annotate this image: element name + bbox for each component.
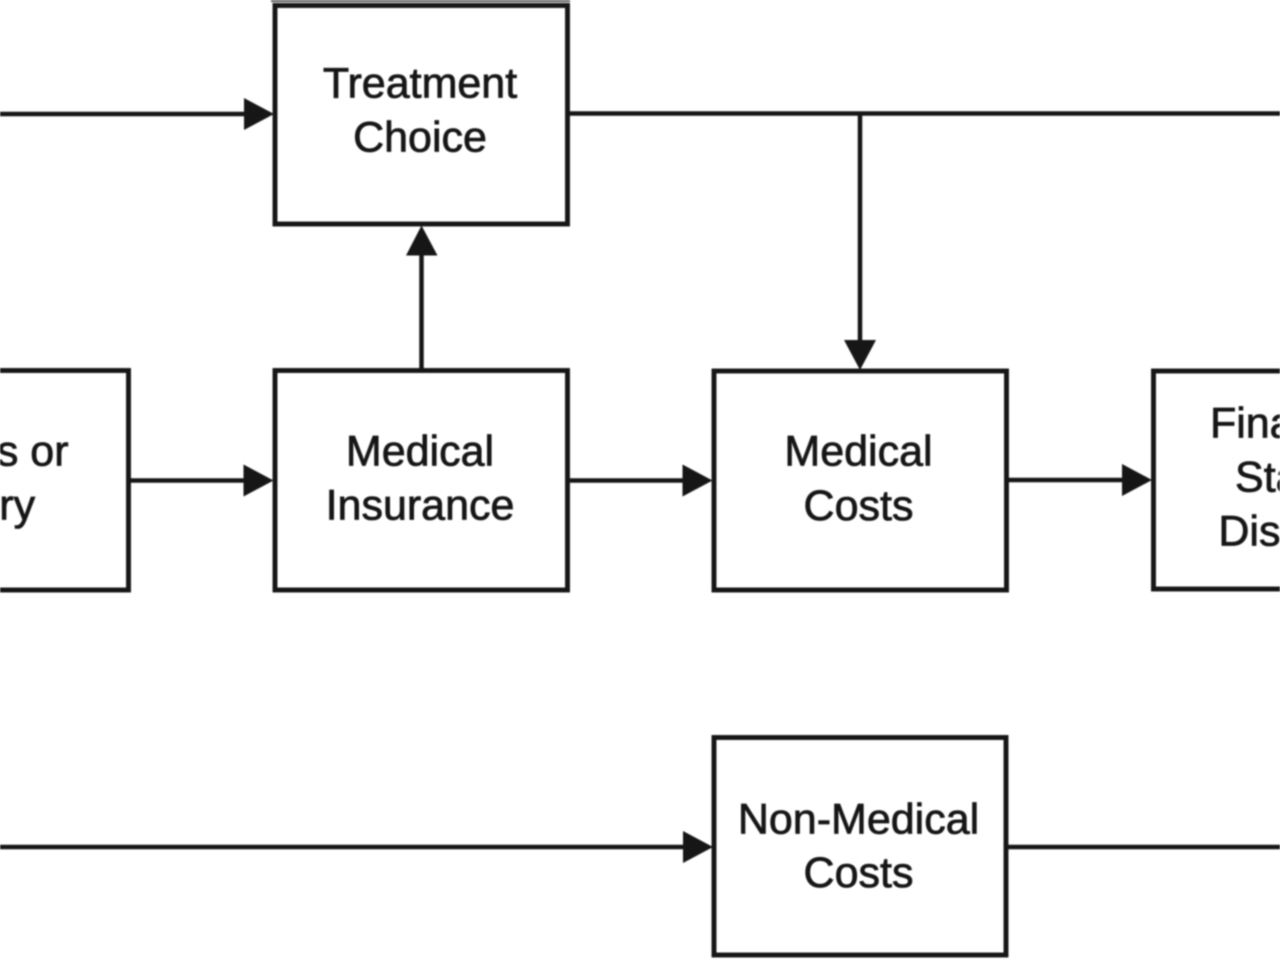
svg-text:Treatment: Treatment: [323, 60, 517, 108]
svg-text:Illness or: Illness or: [0, 428, 69, 476]
svg-text:Medical: Medical: [346, 428, 494, 476]
svg-text:Insurance: Insurance: [326, 482, 515, 530]
svg-text:Medical: Medical: [784, 428, 932, 476]
svg-text:Costs: Costs: [804, 482, 914, 530]
svg-text:Choice: Choice: [353, 114, 487, 162]
svg-text:Status: Status: [1235, 454, 1280, 502]
svg-text:Financial: Financial: [1210, 400, 1280, 448]
svg-text:Injury: Injury: [0, 482, 36, 530]
svg-text:Costs: Costs: [804, 849, 914, 897]
svg-text:Distress: Distress: [1218, 508, 1280, 556]
svg-text:Non-Medical: Non-Medical: [738, 796, 979, 844]
